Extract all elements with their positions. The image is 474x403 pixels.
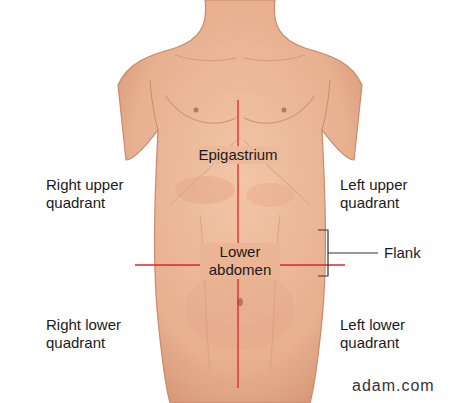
collarbone bbox=[175, 55, 236, 61]
intestine-hint bbox=[185, 270, 295, 350]
collarbone bbox=[244, 55, 305, 61]
quadrant-label: Left lower quadrant bbox=[340, 316, 452, 352]
region-label: Lower abdomen bbox=[200, 243, 280, 279]
region-label: Epigastrium bbox=[195, 146, 280, 164]
flank-bracket bbox=[318, 230, 328, 276]
quadrant-label: Right lower quadrant bbox=[46, 316, 146, 352]
abdominal-line bbox=[200, 215, 210, 370]
nipple bbox=[194, 108, 199, 113]
pectoral bbox=[165, 95, 236, 123]
liver-hint bbox=[175, 176, 235, 204]
arm-crease bbox=[322, 80, 330, 130]
watermark: adam.com bbox=[352, 376, 435, 395]
leader-line bbox=[328, 252, 378, 253]
abdominal-line bbox=[270, 215, 280, 370]
pectoral bbox=[244, 95, 315, 123]
stomach-hint bbox=[246, 183, 294, 207]
quadrant-label: Left upper quadrant bbox=[340, 176, 452, 212]
arm-crease bbox=[150, 80, 158, 130]
torso-outline bbox=[118, 0, 362, 403]
flank-label: Flank bbox=[384, 244, 421, 262]
quadrant-label: Right upper quadrant bbox=[46, 176, 146, 212]
nipple bbox=[282, 108, 287, 113]
